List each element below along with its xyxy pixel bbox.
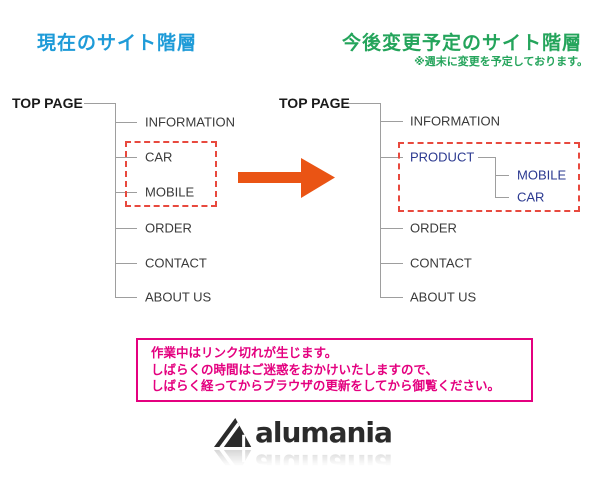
product-branch [495, 175, 509, 176]
left-tree-root: TOP PAGE [12, 95, 83, 111]
right-tree-branch [380, 157, 403, 158]
left-tree-root-connector [84, 103, 115, 104]
right-tree-node-contact: CONTACT [410, 255, 472, 271]
logo-reflection: alumania [214, 448, 414, 481]
right-tree-node-car: CAR [517, 189, 545, 205]
right-tree-trunk [380, 103, 381, 297]
left-tree-branch [115, 263, 137, 264]
left-tree-node-contact: CONTACT [145, 255, 207, 271]
right-tree-node-product: PRODUCT [410, 149, 475, 165]
right-tree-branch [380, 297, 403, 298]
logo-wordmark-reflection: alumania [255, 448, 392, 481]
notice-line: しばらく経ってからブラウザの更新をしてから御覧ください。 [151, 379, 501, 393]
left-tree-node-aboutus: ABOUT US [145, 289, 212, 305]
change-arrow-icon [238, 158, 335, 198]
right-tree-root-connector [349, 103, 380, 104]
left-tree-branch [115, 228, 137, 229]
maintenance-notice-box: 作業中はリンク切れが生じます。 しばらくの時間はご迷惑をおかけいたしますので、 … [136, 338, 533, 402]
right-tree-node-mobile: MOBILE [517, 167, 567, 183]
left-tree-node-mobile: MOBILE [145, 184, 195, 200]
product-connector [478, 157, 495, 158]
right-highlight-box [398, 142, 580, 212]
left-tree-node-order: ORDER [145, 220, 192, 236]
right-tree-branch [380, 263, 403, 264]
right-tree-branch [380, 228, 403, 229]
alumania-a-mark-icon [214, 418, 252, 447]
right-tree-node-aboutus: ABOUT US [410, 289, 477, 305]
planned-hierarchy-note: ※週末に変更を予定しております。 [414, 56, 588, 68]
left-tree-node-car: CAR [145, 149, 173, 165]
left-tree-branch [115, 297, 137, 298]
product-trunk [495, 157, 496, 197]
alumania-logo: alumania alumania [214, 417, 414, 481]
notice-line: しばらくの時間はご迷惑をおかけいたしますので、 [151, 362, 439, 377]
alumania-a-mark-reflection-icon [214, 450, 252, 479]
current-hierarchy-title: 現在のサイト階層 [37, 33, 198, 54]
left-tree-branch [115, 122, 137, 123]
right-tree-branch [380, 121, 403, 122]
logo-row: alumania [214, 417, 414, 448]
left-highlight-box [125, 141, 217, 207]
left-tree-node-information: INFORMATION [145, 114, 236, 130]
notice-line: 作業中はリンク切れが生じます。 [151, 346, 338, 360]
planned-hierarchy-title: 今後変更予定のサイト階層 [342, 33, 583, 54]
left-tree-trunk [115, 103, 116, 297]
right-tree-node-order: ORDER [410, 220, 457, 236]
right-tree-root: TOP PAGE [279, 95, 350, 111]
product-branch [495, 197, 509, 198]
right-tree-node-information: INFORMATION [410, 113, 501, 129]
logo-wordmark: alumania [255, 416, 393, 449]
